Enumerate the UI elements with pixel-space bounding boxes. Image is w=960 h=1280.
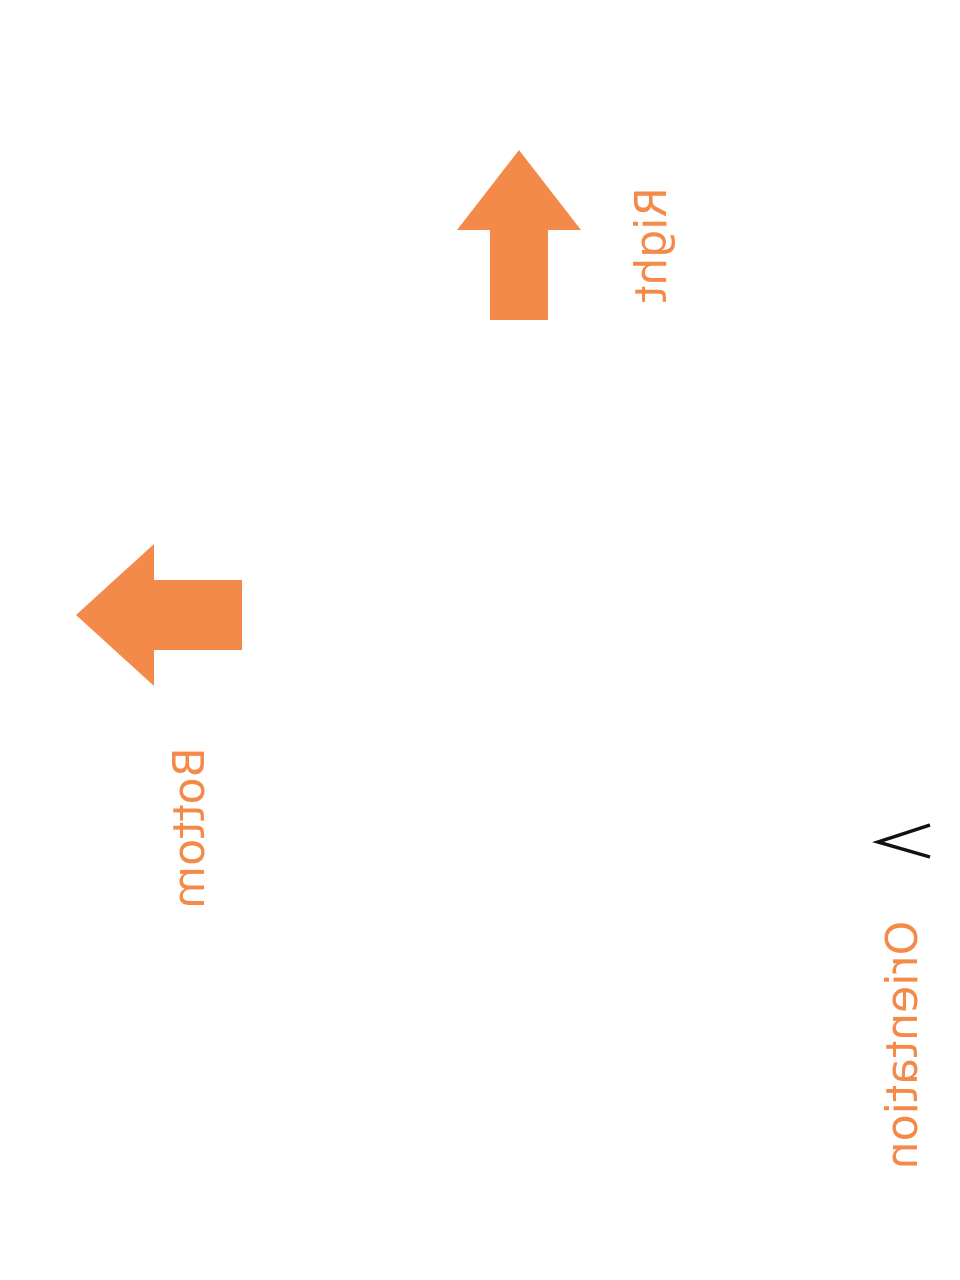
arrow-up-icon[interactable] [457,150,581,320]
arrow-up-shape [457,150,581,320]
chevron-shape [872,823,931,859]
right-label[interactable]: Right [626,187,677,303]
chevron-icon[interactable] [872,822,934,860]
bottom-label[interactable]: Bottom [164,747,215,909]
arrow-left-icon[interactable] [76,544,242,686]
orientation-title: Orientation [877,920,928,1170]
arrow-left-shape [76,544,242,686]
